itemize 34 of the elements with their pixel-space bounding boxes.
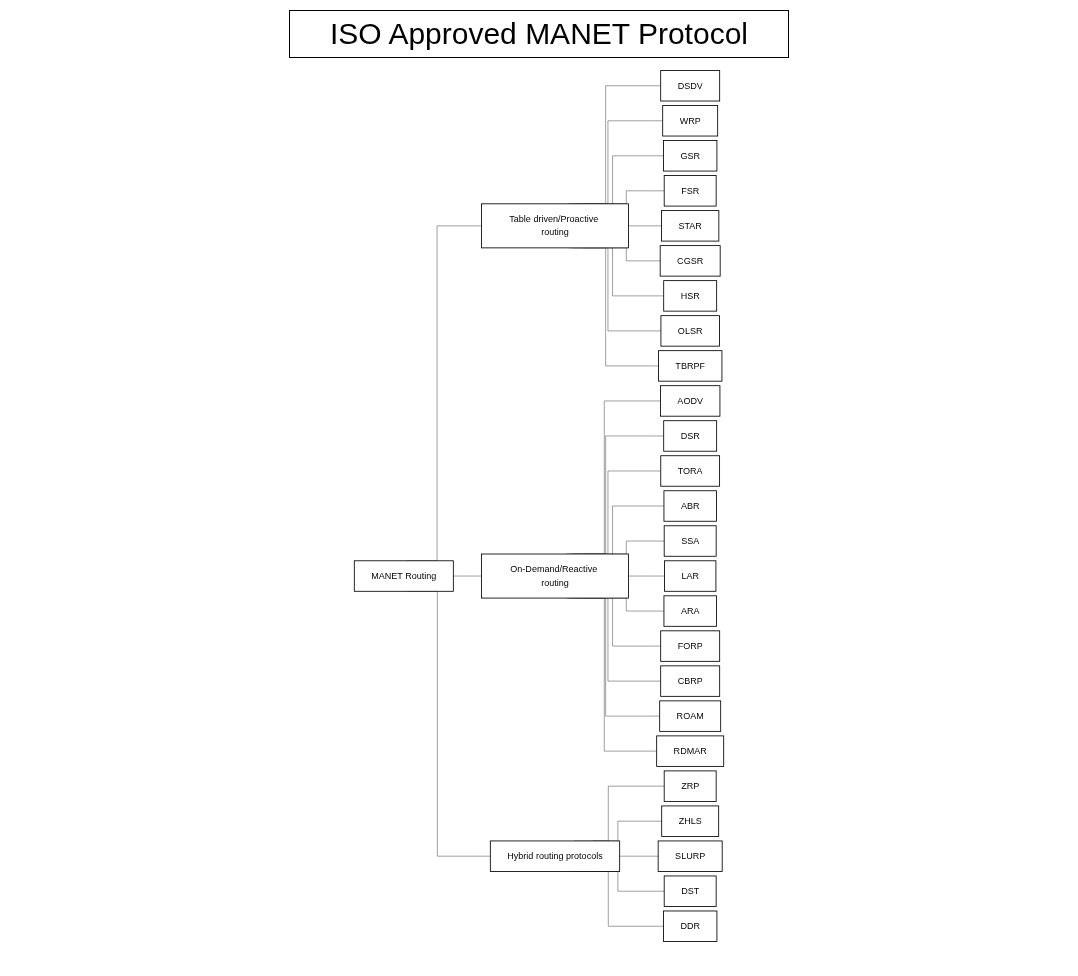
node-box: FSR [663, 175, 717, 207]
node-box: ZRP [663, 770, 717, 802]
node-box: DSDV [660, 70, 721, 102]
node-box: On-Demand/Reactive routing [481, 553, 629, 599]
node-box: DST [663, 875, 717, 907]
node-box: ROAM [659, 700, 722, 732]
connector [628, 225, 662, 227]
title: ISO Approved MANET Protocol [289, 10, 789, 58]
node-box: FORP [660, 630, 721, 662]
connector [619, 855, 659, 857]
node-box: OLSR [660, 315, 720, 347]
node-box: HSR [663, 280, 718, 312]
node-box: CBRP [660, 665, 721, 697]
node-box: ABR [663, 490, 717, 522]
node-box: LAR [664, 560, 717, 592]
node-box: ARA [663, 595, 717, 627]
node-box: GSR [663, 140, 718, 172]
node-box: CGSR [659, 245, 721, 277]
node-box: SLURP [657, 840, 723, 872]
node-box: AODV [660, 385, 721, 417]
node-box: STAR [661, 210, 720, 242]
connector [453, 575, 482, 577]
connector [628, 575, 665, 577]
node-box: Hybrid routing protocols [489, 840, 621, 872]
node-box: TBRPF [658, 350, 723, 382]
node-box: RDMAR [656, 735, 725, 767]
node-box: WRP [662, 105, 719, 137]
node-box: TORA [660, 455, 720, 487]
node-box: ZHLS [661, 805, 720, 837]
node-box: SSA [663, 525, 717, 557]
node-box: DDR [663, 910, 718, 942]
node-box: DSR [663, 420, 718, 452]
node-box: MANET Routing [353, 560, 454, 592]
node-box: Table driven/Proactive routing [481, 203, 629, 249]
